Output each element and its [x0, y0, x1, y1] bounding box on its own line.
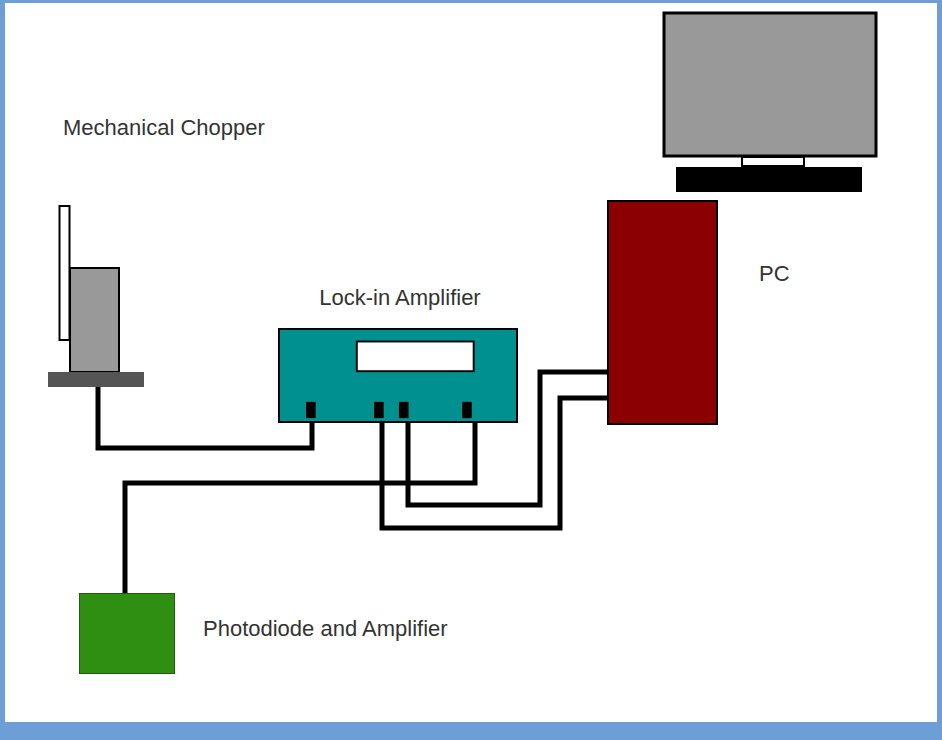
pc-tower: PC: [607, 200, 718, 425]
input-jack: [374, 402, 384, 418]
chopper-blade: [60, 206, 70, 340]
chopper-motor: [70, 268, 119, 372]
node-label: Photodiode and Amplifier: [203, 616, 448, 642]
lockin-box: Lock-in Amplifier: [278, 328, 518, 423]
display-window: [357, 341, 474, 371]
input-jack: [306, 402, 316, 418]
node-label: Lock-in Amplifier: [319, 285, 480, 311]
signal-cable: [125, 423, 475, 593]
shape-art: [48, 205, 144, 387]
monitor-base: [676, 167, 862, 192]
chopper-base: [48, 372, 144, 387]
node-label: Mechanical Chopper: [63, 115, 265, 141]
monitor-neck: [742, 157, 804, 166]
input-jack: [462, 402, 472, 418]
photodiode-box: Photodiode and Amplifier: [79, 593, 175, 674]
input-jack: [399, 402, 409, 418]
shape-art: [280, 330, 516, 421]
monitor-screen: [664, 13, 876, 156]
chopper-unit: Mechanical Chopper: [48, 205, 144, 387]
node-label: PC: [759, 261, 790, 287]
